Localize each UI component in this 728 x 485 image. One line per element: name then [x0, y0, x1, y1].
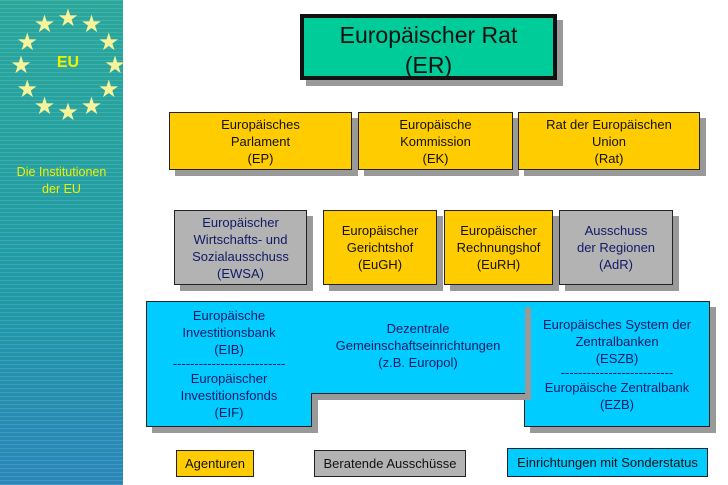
star-icon: ★: [97, 75, 120, 103]
box-line: Europäische: [399, 116, 472, 132]
box-line: (EP): [247, 150, 274, 166]
legend-advisory: Beratende Ausschüsse: [314, 450, 466, 477]
star-icon: ★: [10, 52, 32, 79]
box-line: Investitionsfonds: [180, 388, 278, 403]
legend-agencies: Agenturen: [176, 450, 254, 477]
box-line: Wirtschafts- und: [193, 231, 288, 247]
box-line: (z.B. Europol): [378, 355, 458, 370]
box-line: Investitionsbank: [182, 325, 276, 340]
star-icon: ★: [97, 28, 120, 56]
box-line: Rechnungshof: [456, 240, 541, 255]
box-line: (EIF): [214, 405, 244, 420]
box-line: Parlament: [230, 133, 291, 149]
sidebar: ★★★★★★★★★★★★ EU Die Institutionen der EU: [0, 0, 126, 485]
box-line: Ausschuss: [584, 223, 648, 238]
box-line: Europäisches: [221, 116, 300, 132]
box-line: Europäisches System der: [542, 316, 692, 332]
box-line: Europäischer: [190, 371, 268, 386]
box-line: (EuRH): [476, 257, 521, 272]
star-icon: ★: [57, 99, 79, 126]
star-icon: ★: [104, 52, 126, 79]
star-icon: ★: [16, 75, 39, 103]
eu-logo-text: EU: [56, 54, 80, 71]
box-line: Kommission: [400, 133, 471, 149]
box-line: Union: [592, 133, 626, 149]
star-icon: ★: [33, 11, 56, 39]
box-line: (EWSA): [217, 265, 264, 281]
box-line: (EuGH): [357, 257, 403, 272]
box-line: --------------------------: [560, 364, 674, 380]
box-line: (Rat): [594, 150, 624, 166]
box-line: Gemeinschaftseinrichtungen: [335, 338, 501, 353]
committee-regions-box: Ausschuss der Regionen (AdR): [559, 210, 673, 285]
box-line: Europäischer: [460, 223, 537, 238]
star-icon: ★: [80, 92, 103, 120]
box-line: (EIB): [214, 342, 244, 357]
legend-special-status: Einrichtungen mit Sonderstatus: [507, 448, 708, 477]
box-line: --------------------------: [172, 356, 286, 371]
box-line: (AdR): [599, 257, 633, 272]
box-line: der Regionen: [576, 240, 656, 255]
box-line: Rat der Europäischen: [546, 116, 672, 132]
box-line: Europäischer: [202, 214, 279, 230]
box-line: Europäische Zentralbank: [544, 379, 690, 395]
star-icon: ★: [33, 92, 56, 120]
sidebar-title: Die Institutionen der EU: [16, 165, 107, 196]
star-icon: ★: [16, 28, 39, 56]
box-line: Dezentrale: [386, 321, 450, 336]
box-line: Gerichtshof: [346, 240, 414, 255]
box-line: Sozialausschuss: [192, 248, 289, 264]
box-line: (ESZB): [595, 350, 639, 366]
box-line: Zentralbanken: [575, 333, 659, 349]
box-line: Europäischer: [341, 223, 419, 238]
box-line: (EZB): [600, 396, 634, 412]
star-icon: ★: [57, 5, 79, 32]
box-line: Europäische: [192, 308, 266, 323]
european-council-box: Europäischer Rat (ER): [300, 14, 557, 80]
box-line: (EK): [422, 150, 449, 166]
star-icon: ★: [80, 11, 103, 39]
